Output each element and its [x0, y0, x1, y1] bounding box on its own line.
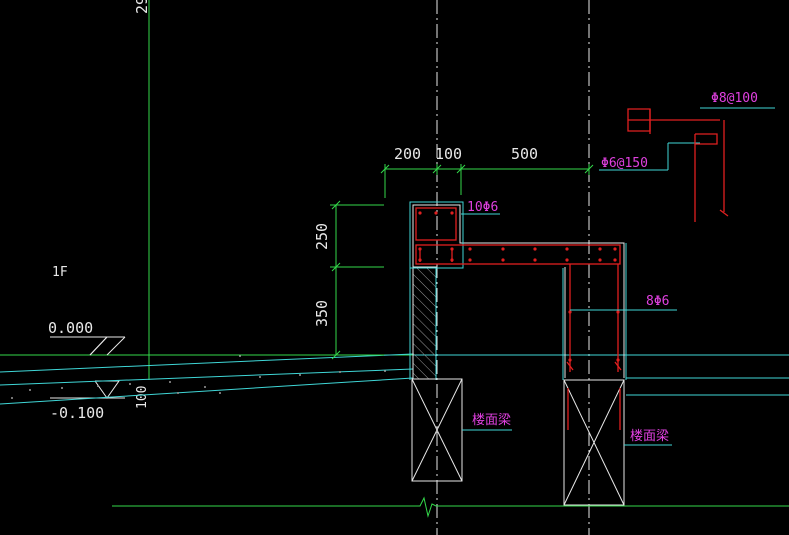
beam-hooks — [567, 388, 621, 430]
floor-lines-right — [413, 354, 789, 396]
rebar-side-label: 8Φ6 — [646, 294, 669, 309]
dim-500-label: 500 — [511, 145, 538, 163]
sloped-slab — [0, 353, 414, 405]
rebar-cage — [415, 207, 622, 372]
rebar-top-label: 10Φ6 — [467, 200, 498, 215]
level-minus-label: -0.100 — [50, 404, 104, 422]
dim-100-vertical-label: 100 — [135, 386, 150, 409]
stirrup-a-label: Φ8@100 — [711, 91, 758, 106]
dimension-horizontal — [380, 164, 594, 198]
column-outlines — [409, 201, 627, 380]
slab-aggregate — [11, 355, 386, 399]
dimension-vertical — [330, 200, 384, 360]
level-mark-minus — [50, 380, 125, 399]
beam-right-label: 楼面梁 — [630, 429, 669, 444]
floor-label: 1F — [52, 265, 68, 280]
canopy-outline — [412, 204, 625, 378]
dim-350-label: 350 — [313, 300, 331, 327]
beam-left-label: 楼面梁 — [472, 413, 511, 428]
stirrup-b-label: Φ6@150 — [601, 156, 648, 171]
beam-left — [411, 378, 463, 482]
rebar-dots — [418, 211, 620, 362]
callout-leaders — [461, 107, 775, 446]
ground-line — [112, 496, 789, 518]
dim-100-label: 100 — [435, 145, 462, 163]
beam-right — [563, 379, 625, 506]
level-mark-zero — [50, 336, 126, 356]
top-number-label: 29 — [133, 0, 151, 14]
dim-250-label: 250 — [313, 223, 331, 250]
stirrup-detail — [627, 108, 729, 222]
wall-left — [412, 266, 437, 380]
dim-200-label: 200 — [394, 145, 421, 163]
level-zero-label: 0.000 — [48, 319, 93, 337]
